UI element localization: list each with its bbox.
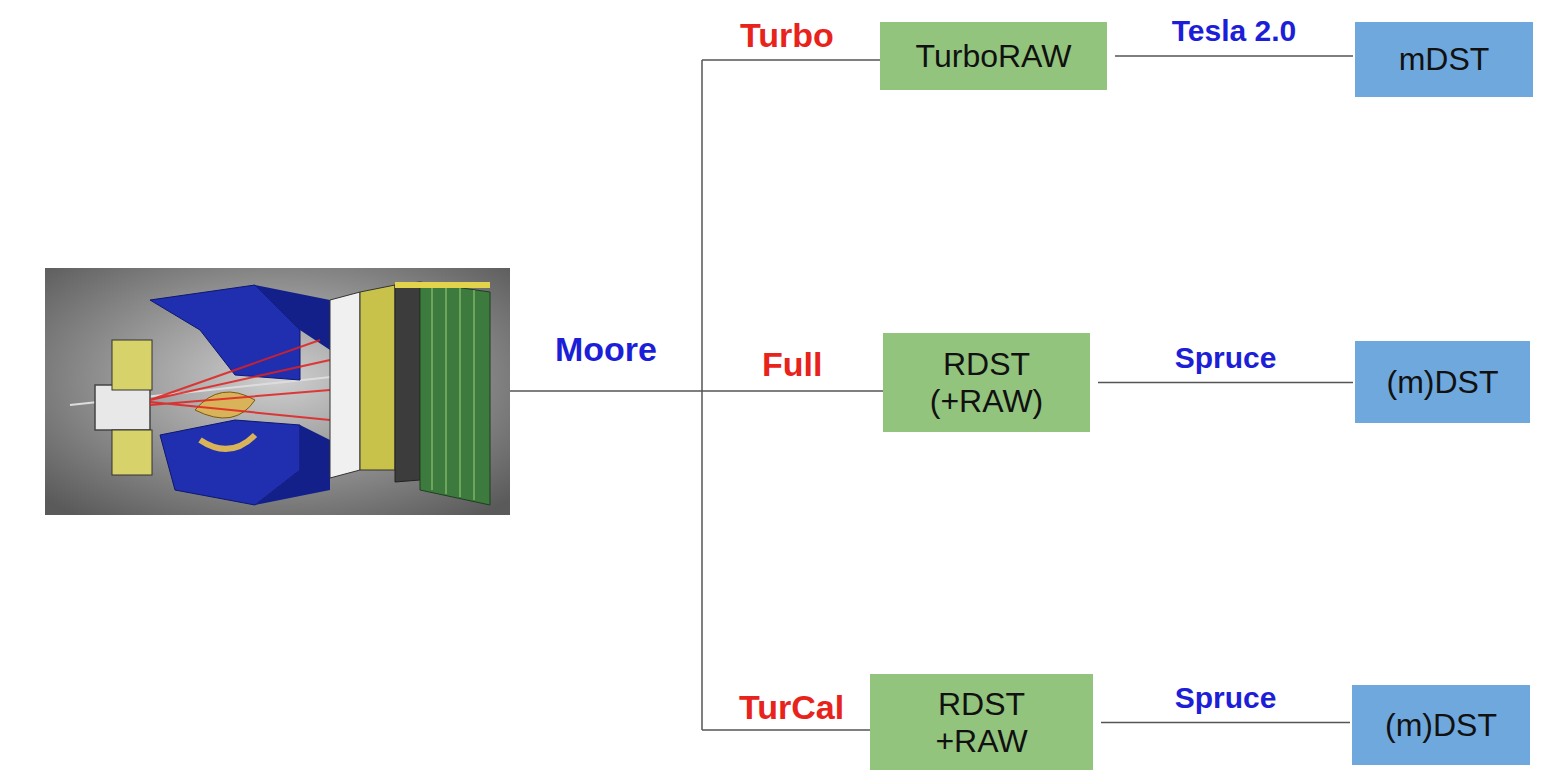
stream-label: TurCal xyxy=(739,690,844,724)
output-box: mDST xyxy=(1355,22,1533,97)
edge-label: Spruce xyxy=(1173,683,1279,713)
edge-label: Spruce xyxy=(1173,343,1279,373)
connector xyxy=(1101,722,1350,723)
application-label: Moore xyxy=(555,332,657,366)
box-text: mDST xyxy=(1399,41,1490,78)
stream-label: Full xyxy=(762,347,822,381)
box-text: RDST (+RAW) xyxy=(919,346,1054,420)
box-text: TurboRAW xyxy=(916,38,1072,75)
box-text: RDST +RAW xyxy=(914,686,1049,760)
stream-box: RDST +RAW xyxy=(870,674,1093,770)
box-text: (m)DST xyxy=(1385,707,1497,744)
stream-label: Turbo xyxy=(740,18,834,52)
output-box: (m)DST xyxy=(1352,685,1530,765)
connector xyxy=(1115,56,1353,57)
edge-label: Tesla 2.0 xyxy=(1170,16,1299,46)
stream-box: TurboRAW xyxy=(880,22,1107,90)
stream-box: RDST (+RAW) xyxy=(883,333,1090,432)
output-box: (m)DST xyxy=(1355,341,1530,423)
box-text: (m)DST xyxy=(1387,364,1499,401)
connector xyxy=(1098,382,1353,383)
